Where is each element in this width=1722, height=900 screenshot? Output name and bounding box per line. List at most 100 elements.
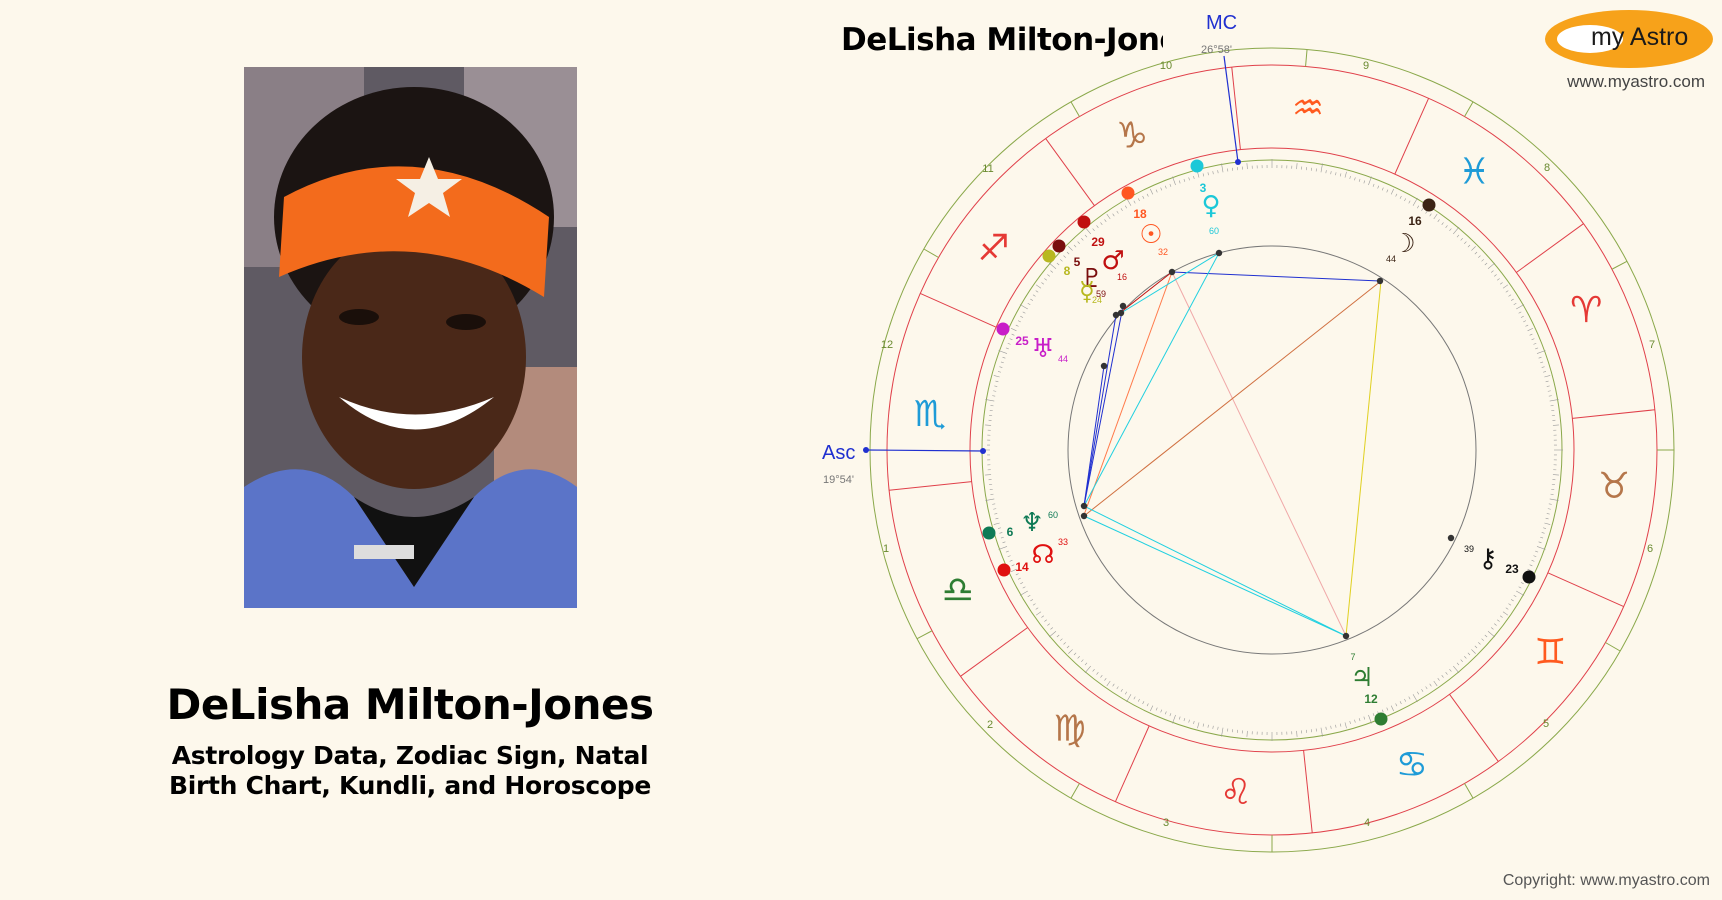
chiron-position-dot (1522, 570, 1536, 584)
myastro-logo[interactable]: my Astro (1545, 10, 1713, 68)
tick (1015, 573, 1019, 576)
house-cusp (1464, 101, 1474, 117)
tick (1548, 395, 1552, 397)
degree-ticks (981, 159, 1563, 741)
jupiter-degree: 12 (1364, 692, 1378, 706)
tick (999, 532, 1003, 534)
person-photo (244, 67, 577, 608)
tick (1050, 627, 1054, 630)
tick (1354, 719, 1356, 723)
tick (1531, 338, 1535, 341)
tick (1015, 324, 1019, 327)
tick (1548, 503, 1552, 505)
tick (1499, 282, 1503, 285)
tick (1487, 262, 1496, 269)
house-number-4: 4 (1364, 817, 1370, 829)
site-url[interactable]: www.myastro.com (1567, 72, 1705, 91)
tick (1529, 333, 1533, 336)
tick (1510, 298, 1514, 301)
tick (1344, 171, 1347, 178)
tick (1505, 290, 1509, 293)
tick (1221, 163, 1224, 173)
tick (1081, 659, 1084, 662)
tick (1092, 228, 1095, 232)
tick (997, 371, 1002, 373)
tick (1339, 723, 1342, 727)
cancer-sign-icon: ♋ (1396, 744, 1428, 785)
tick (1445, 672, 1448, 675)
logo-ellipse-icon (1557, 25, 1623, 53)
tick (1193, 175, 1195, 180)
tick (1116, 686, 1119, 690)
tick (1460, 659, 1463, 662)
chiron-degree: 23 (1505, 562, 1519, 576)
tick (999, 366, 1003, 368)
tick (1160, 709, 1163, 713)
moon-icon: ☽ (1392, 229, 1415, 259)
tick (1542, 527, 1547, 529)
tick (985, 498, 995, 501)
tick (1513, 302, 1517, 306)
aspect-endpoint (1112, 311, 1120, 319)
tick (1535, 347, 1539, 350)
tick (1077, 241, 1080, 244)
tick (993, 390, 997, 392)
tick (1467, 244, 1471, 248)
tick (1464, 241, 1467, 244)
tick (1011, 333, 1015, 336)
tick (1084, 662, 1088, 666)
copyright: Copyright: www.myastro.com (1502, 872, 1710, 889)
tick (1549, 498, 1559, 501)
tick (1390, 705, 1394, 712)
tick (1425, 210, 1428, 214)
tick (1330, 171, 1332, 175)
tick (1527, 328, 1534, 332)
tick (1066, 251, 1070, 255)
sun-degree: 18 (1133, 207, 1147, 221)
tick (1020, 582, 1024, 585)
tick (1335, 724, 1337, 728)
tick (1164, 711, 1167, 715)
tick (1183, 718, 1186, 722)
tick (1077, 656, 1080, 659)
tick (1296, 163, 1298, 170)
tick (1047, 274, 1050, 277)
house-cusp (1605, 642, 1621, 652)
uranus-icon: ♅ (1031, 334, 1054, 364)
tick (1010, 328, 1017, 332)
aspect-line (1115, 271, 1173, 317)
tick (1335, 172, 1337, 176)
tick (1502, 284, 1509, 289)
aspect-line (1345, 280, 1382, 637)
tick (1048, 262, 1057, 269)
tick (1005, 347, 1009, 350)
planet-markers: ☽1644♀360☉1832♂2916♇559☿824♅2544♆660☊143… (982, 159, 1536, 726)
tick (1497, 619, 1500, 622)
aries-sign-icon: ♈ (1570, 290, 1602, 331)
tick (1035, 284, 1042, 289)
tick (1005, 550, 1009, 553)
tick (1020, 315, 1024, 318)
tick (1502, 611, 1509, 616)
tick (1484, 634, 1488, 638)
tick (1068, 246, 1073, 251)
uranus-minute: 44 (1058, 354, 1068, 364)
sun-minute: 32 (1158, 247, 1168, 257)
tick (1325, 726, 1327, 730)
sign-boundary (1394, 98, 1430, 175)
tick (1541, 532, 1545, 534)
tick (1096, 672, 1099, 675)
tick (1104, 677, 1107, 681)
tick (1155, 189, 1158, 193)
tick (1212, 171, 1214, 175)
house-number-2: 2 (987, 719, 993, 731)
tick (1381, 187, 1384, 191)
tick (1009, 338, 1013, 341)
tick (1386, 189, 1389, 193)
aspect-endpoint (1080, 502, 1088, 510)
tick (992, 503, 996, 505)
tick (1490, 627, 1494, 630)
tick (1478, 642, 1481, 645)
tick (1063, 255, 1066, 258)
virgo-sign-icon: ♍ (1054, 708, 1086, 749)
